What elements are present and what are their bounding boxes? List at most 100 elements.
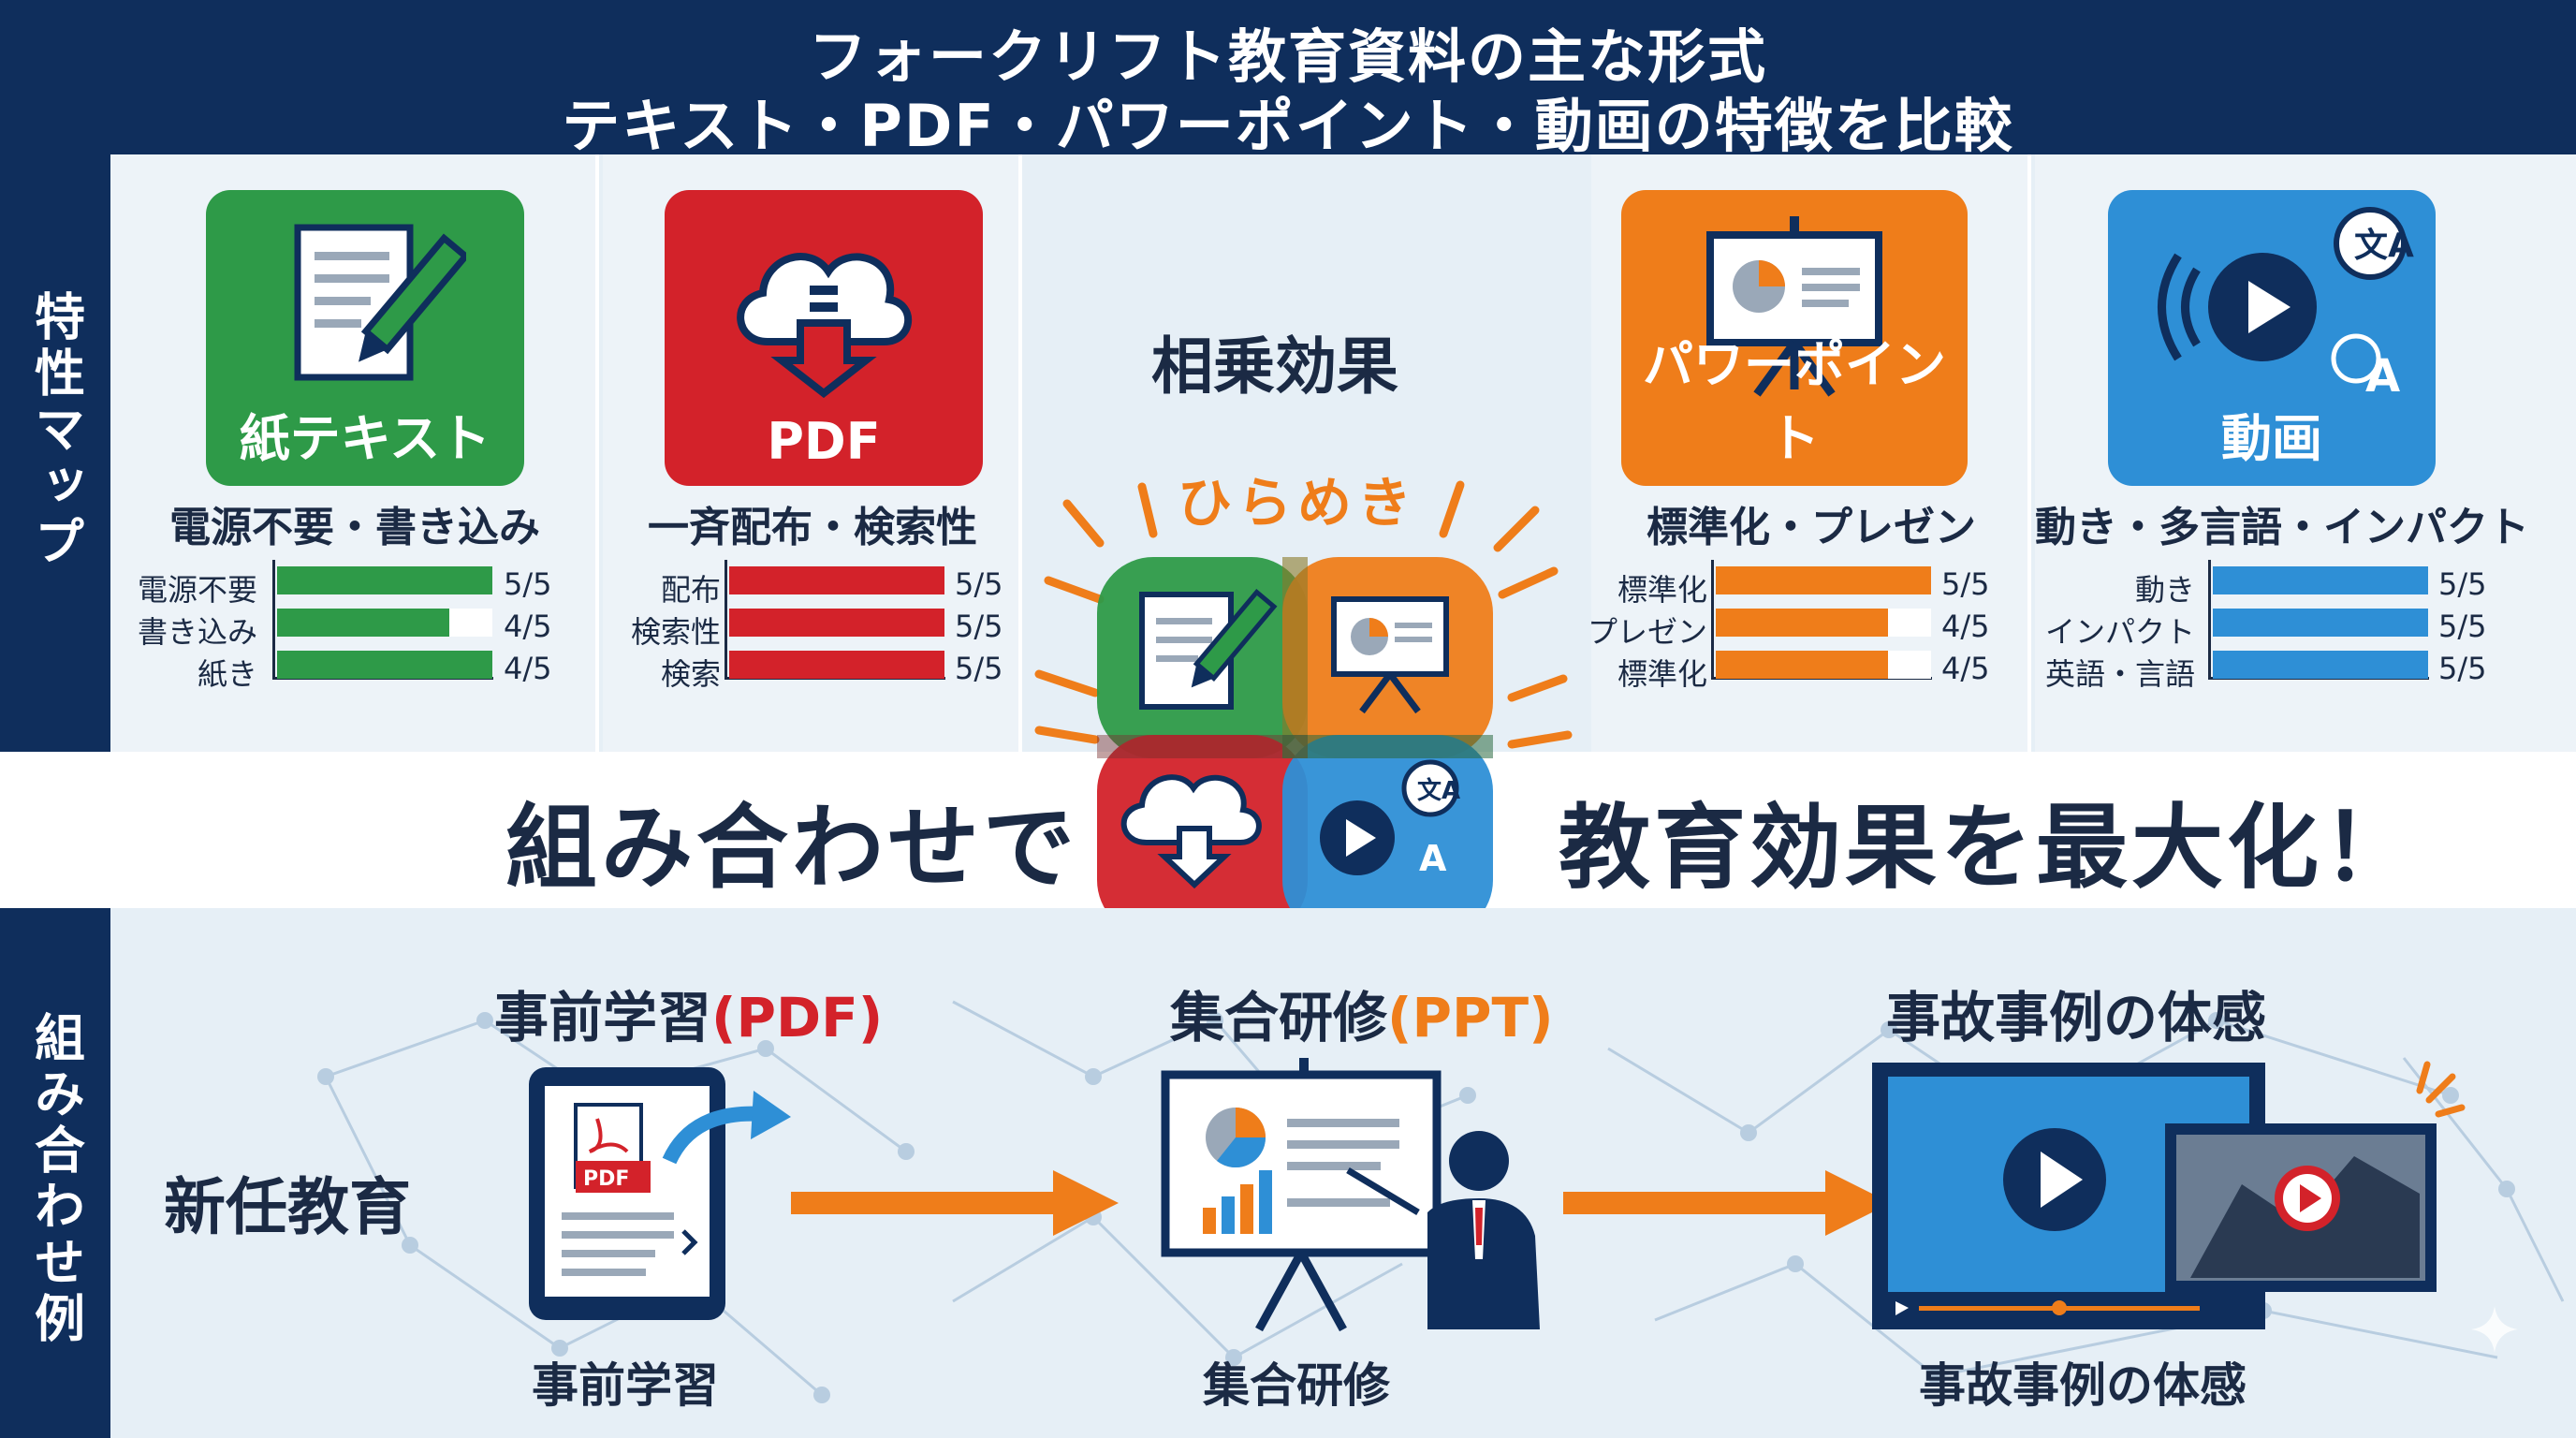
step-heading-prestudy: 事前学習(PDF) bbox=[494, 974, 883, 1052]
metric-label: 紙き bbox=[197, 656, 257, 692]
metric-label: 検索性 bbox=[630, 614, 721, 650]
metric-axis bbox=[2208, 560, 2211, 680]
metric-label: 書き込み bbox=[137, 614, 257, 650]
pdf-badge-text: PDF bbox=[583, 1167, 629, 1191]
metric-row: 標準化 5/5 bbox=[1591, 566, 2031, 608]
slogan-left: 組み合わせで bbox=[505, 795, 1079, 902]
metric-score: 4/5 bbox=[1941, 609, 1990, 644]
format-subtitle-pdf: 一斉配布・検索性 bbox=[648, 504, 977, 551]
metric-bar bbox=[1716, 651, 1888, 679]
metric-score: 4/5 bbox=[504, 609, 552, 644]
arrow-right-icon bbox=[791, 1170, 1119, 1236]
header: フォークリフト教育資料の主な形式 テキスト・PDF・パワーポイント・動画の特徴を… bbox=[0, 0, 2576, 160]
side-bar-feature-map bbox=[0, 154, 110, 752]
metric-score: 5/5 bbox=[955, 609, 1003, 644]
svg-text:文A: 文A bbox=[2354, 227, 2414, 265]
metric-row: 書き込み 4/5 bbox=[110, 609, 599, 650]
format-label-pdf: PDF bbox=[767, 412, 881, 471]
step-heading-tag: (PDF) bbox=[711, 986, 884, 1049]
synergy-cluster-icon: 文A A bbox=[1034, 480, 1573, 936]
metric-label: 標準化 bbox=[1617, 572, 1707, 608]
metric-bar bbox=[729, 651, 944, 679]
side-bar-combination bbox=[0, 908, 110, 1438]
metric-label: インパクト bbox=[2044, 614, 2195, 650]
slogan-right: 教育効果を最大化！ bbox=[1559, 795, 2419, 902]
metric-bar-track bbox=[1716, 566, 1931, 594]
step-heading-group-training: 集合研修(PPT) bbox=[1170, 974, 1554, 1052]
metric-bar-track bbox=[277, 609, 492, 637]
format-label-paper: 紙テキスト bbox=[239, 409, 491, 468]
metric-bar-track bbox=[729, 651, 944, 679]
program-label: 新任教育 bbox=[164, 1171, 411, 1243]
metric-score: 5/5 bbox=[2438, 651, 2487, 686]
step-heading-main: 集合研修 bbox=[1170, 986, 1388, 1049]
metric-bar bbox=[277, 609, 449, 637]
format-tile-pdf: PDF bbox=[665, 190, 983, 486]
format-card-pdf: PDF 一斉配布・検索性 配布 5/5 検索性 5/5 検索 5/5 bbox=[603, 154, 1022, 752]
format-subtitle-powerpoint: 標準化・プレゼン bbox=[1647, 504, 1976, 551]
format-card-video: 文A A 動画 動き・多言語・インパクト 動き 5/5 インパクト 5/5 英語… bbox=[2035, 154, 2576, 752]
metric-bar bbox=[1716, 609, 1888, 637]
format-subtitle-video: 動き・多言語・インパクト bbox=[2035, 504, 2529, 551]
metric-score: 5/5 bbox=[1941, 566, 1990, 602]
metric-row: 検索性 5/5 bbox=[603, 609, 1022, 650]
metric-bar-track bbox=[1716, 609, 1931, 637]
svg-text:文A: 文A bbox=[1417, 776, 1460, 805]
format-card-powerpoint: パワーポイント 標準化・プレゼン 標準化 5/5 プレゼン 4/5 標準化 4/… bbox=[1588, 154, 2031, 752]
metric-label: 標準化 bbox=[1617, 656, 1707, 692]
metric-label: プレゼン bbox=[1587, 614, 1707, 650]
metric-bar bbox=[1716, 566, 1931, 594]
metric-label: 検索 bbox=[660, 656, 721, 692]
page-subtitle: テキスト・PDF・パワーポイント・動画の特徴を比較 bbox=[562, 92, 2014, 160]
video-play-translate-icon: 文A A bbox=[2158, 207, 2414, 403]
metric-bar-track bbox=[729, 609, 944, 637]
metric-score: 5/5 bbox=[504, 566, 552, 602]
metric-score: 4/5 bbox=[504, 651, 552, 686]
metric-score: 5/5 bbox=[955, 566, 1003, 602]
metric-bar bbox=[729, 609, 944, 637]
step-caption-prestudy: 事前学習 bbox=[532, 1358, 719, 1413]
metric-row: 英語・言語 5/5 bbox=[2035, 651, 2576, 692]
metric-bar bbox=[277, 566, 492, 594]
metric-bar-track bbox=[2213, 651, 2428, 679]
presentation-board-icon bbox=[1706, 216, 1882, 397]
format-tile-paper: 紙テキスト bbox=[206, 190, 524, 486]
metric-bar-track bbox=[277, 651, 492, 679]
format-subtitle-paper: 電源不要・書き込み bbox=[169, 504, 540, 551]
format-tile-powerpoint: パワーポイント bbox=[1621, 190, 1968, 486]
sparkle-icon bbox=[2471, 1306, 2518, 1353]
metric-row: 検索 5/5 bbox=[603, 651, 1022, 692]
metric-row: 配布 5/5 bbox=[603, 566, 1022, 608]
metric-score: 5/5 bbox=[955, 651, 1003, 686]
metric-bar bbox=[729, 566, 944, 594]
metric-row: 電源不要 5/5 bbox=[110, 566, 599, 608]
step-heading-main: 事前学習 bbox=[494, 986, 712, 1049]
metric-bar-track bbox=[2213, 566, 2428, 594]
format-tile-video: 文A A 動画 bbox=[2108, 190, 2436, 486]
metric-bar bbox=[2213, 566, 2428, 594]
side-label-combination: 組み合わせ例 bbox=[25, 1011, 85, 1348]
metric-axis bbox=[724, 560, 727, 680]
metric-row: 動き 5/5 bbox=[2035, 566, 2576, 608]
svg-text:A: A bbox=[1419, 838, 1447, 879]
metric-bar-track bbox=[729, 566, 944, 594]
step-heading-accident-case: 事故事例の体感 bbox=[1886, 974, 2266, 1052]
metric-row: 紙き 4/5 bbox=[110, 651, 599, 692]
metric-bar-track bbox=[1716, 651, 1931, 679]
side-label-feature-map: 特性マップ bbox=[25, 290, 85, 571]
metric-label: 配布 bbox=[660, 572, 721, 608]
metric-score: 4/5 bbox=[1941, 651, 1990, 686]
spark-label: ひらめき bbox=[1178, 471, 1418, 535]
format-label-video: 動画 bbox=[2221, 409, 2322, 468]
metric-bar bbox=[277, 651, 492, 679]
step-caption-accident-case: 事故事例の体感 bbox=[1919, 1358, 2247, 1413]
metric-row: インパクト 5/5 bbox=[2035, 609, 2576, 650]
metric-bar-track bbox=[277, 566, 492, 594]
metric-label: 英語・言語 bbox=[2044, 656, 2195, 692]
step-heading-tag: (PPT) bbox=[1387, 986, 1554, 1049]
metric-score: 5/5 bbox=[2438, 609, 2487, 644]
metric-row: プレゼン 4/5 bbox=[1588, 609, 2031, 650]
format-label-powerpoint: パワーポイント bbox=[1643, 335, 1946, 468]
format-card-paper: 紙テキスト 電源不要・書き込み 電源不要 5/5 書き込み 4/5 紙き 4/5 bbox=[110, 154, 599, 752]
metric-axis bbox=[1711, 560, 1714, 680]
